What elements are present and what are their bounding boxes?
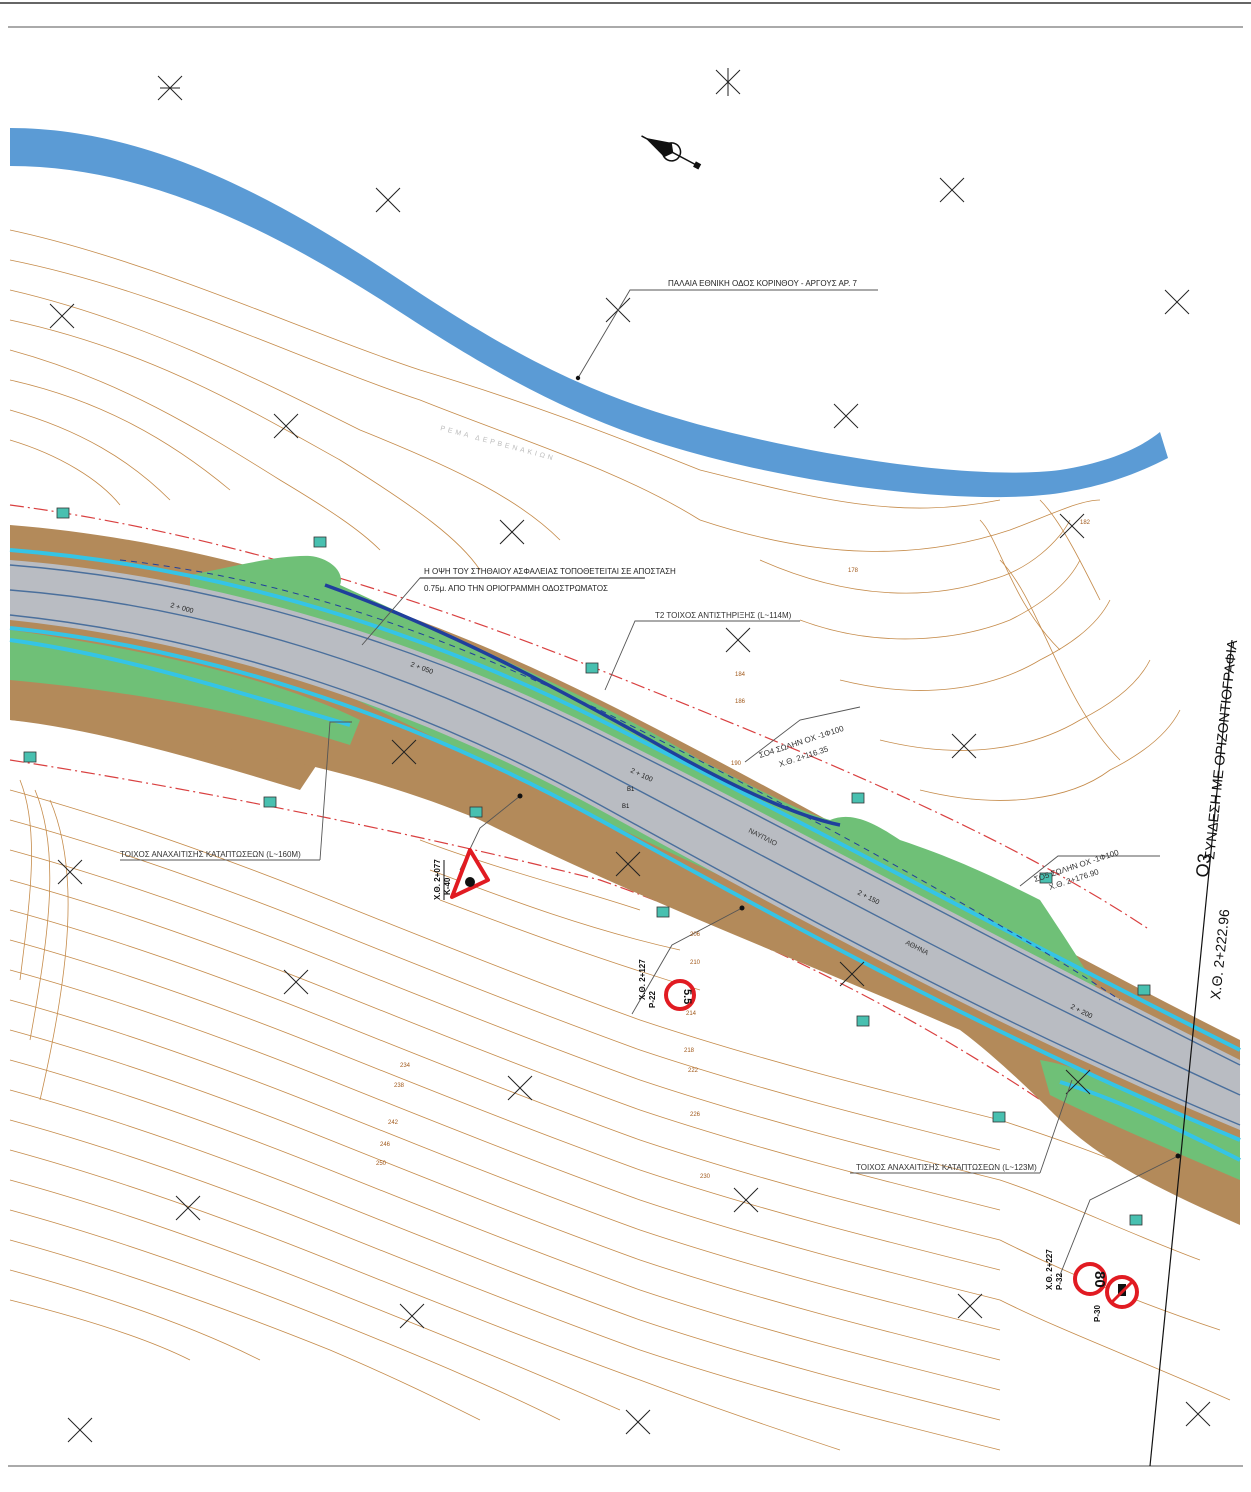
sign-r32-code: Ρ-32 [1055,1273,1064,1290]
sign-r30-code: Ρ-30 [1093,1305,1102,1322]
sign-r22-chainage: Χ.Θ. 2+127 [638,959,647,1000]
traffic-sign-icon [1105,1275,1139,1309]
survey-cross-icon [391,739,417,765]
survey-cross-icon [499,519,525,545]
sign-r32-face: 80 [1091,1271,1108,1288]
sign-k40-code: Κ-40 [443,877,452,895]
survey-cross-icon [507,1075,533,1101]
survey-cross-icon [839,961,865,987]
contour-label: 226 [690,1112,701,1118]
contour-label: 242 [388,1120,399,1126]
culvert-marker-icon [856,1015,870,1027]
culvert-marker-icon [313,536,327,548]
green-area-lower [10,630,360,745]
sign-k40-chainage: Χ.Θ. 2+077 [433,859,442,900]
contour-label: 210 [690,960,701,966]
b1-marker: B1 [627,787,635,793]
connection-match-line [1149,639,1233,1467]
expropriation-boundary [9,504,1151,1181]
rockfall-wall-1-label: ΤΟΙΧΟΣ ΑΝΑΧΑΙΤΙΣΗΣ ΚΑΤΑΠΤΩΣΕΩΝ (L~160M) [120,850,301,859]
contour-label: 230 [700,1174,711,1180]
contour-label: 250 [376,1161,387,1167]
survey-cross-icon [175,1195,201,1221]
river-band [10,128,1168,498]
connection-chainage: Χ.Θ. 2+222.96 [1207,908,1232,1000]
road-edge-dashed [119,559,1121,1001]
sign-r22-code: Ρ-22 [648,991,657,1008]
survey-cross-icon [1185,1401,1211,1427]
traffic-sign-icon: 80 [1073,1262,1108,1296]
contour-label: 218 [684,1048,695,1054]
ravine-label: ΡΕΜΑ ΔΕΡΒΕΝΑΚΙΩΝ [439,425,556,463]
connection-title: ΣΥΝΔΕΣΗ ΜΕ ΟΡΙΖΟΝΤΙΟΓΡΑΦΙΑ [1201,639,1240,861]
road-carriageway [10,560,1240,1130]
embankment-slope-main [10,525,1240,1225]
culvert-marker-icon [1137,984,1151,996]
survey-cross-icon [951,733,977,759]
survey-cross-icon [733,1187,759,1213]
contour-label: 190 [731,761,742,767]
connection-sheet-number: Ο3 [1192,852,1214,878]
survey-cross-icon [715,68,741,96]
culvert-marker-icon [469,806,483,818]
survey-cross-icon [615,851,641,877]
safety-barrier [324,583,841,827]
survey-cross-icon [399,1303,425,1329]
culvert-marker-icon [656,906,670,918]
culvert-marker-icon [56,507,70,519]
barrier-note-line1: Η ΟΨΗ ΤΟΥ ΣΤΗΘΑΙΟΥ ΑΣΦΑΛΕΙΑΣ ΤΟΠΟΘΕΤΕΙΤΑ… [424,567,676,576]
contour-label: 186 [735,699,746,705]
contour-lines [9,229,1181,801]
survey-cross-icon [49,303,75,329]
survey-cross-icon [957,1293,983,1319]
culvert-marker-icon [992,1111,1006,1123]
traffic-sign-icon: 5.5 [664,979,696,1011]
survey-cross-icon [67,1417,93,1443]
sign-r22-face: 5.5 [681,989,693,1004]
sign-r32-chainage: Χ.Θ. 2+227 [1045,1249,1054,1290]
survey-cross-icon [1065,1069,1091,1095]
culvert-marker-icon [1129,1214,1143,1226]
survey-cross-icon [283,969,309,995]
survey-grid-crosses [49,68,1211,1443]
culvert-markers [23,507,1151,1226]
rockfall-wall-2-label: ΤΟΙΧΟΣ ΑΝΑΧΑΙΤΙΣΗΣ ΚΑΤΑΠΤΩΣΕΩΝ (L~123M) [856,1163,1037,1172]
culvert-marker-icon [851,792,865,804]
survey-cross-icon [1164,289,1190,315]
retaining-wall-label: Τ2 ΤΟΙΧΟΣ ΑΝΤΙΣΤΗΡΙΞΗΣ (L~114M) [655,611,792,620]
contour-label: 184 [735,672,746,678]
survey-cross-icon [625,1409,651,1435]
culvert-marker-icon [23,751,37,763]
culvert-marker-icon [585,662,599,674]
contour-label: 214 [686,1011,697,1017]
contour-label: 206 [690,932,701,938]
contour-lines-lower [9,779,1231,1451]
survey-cross-icon [375,187,401,213]
contour-label: 182 [1080,520,1091,526]
traffic-sign-icon [450,848,490,899]
survey-cross-icon [1059,513,1085,539]
contour-label: 222 [688,1068,699,1074]
contour-label: 178 [848,568,859,574]
survey-cross-icon [273,413,299,439]
contour-label: 246 [380,1142,391,1148]
contour-label: 238 [394,1083,405,1089]
survey-cross-icon [57,859,83,885]
b1-marker-2: B1 [622,804,630,810]
culvert-marker-icon [263,796,277,808]
contour-label: 234 [400,1063,411,1069]
north-arrow-icon [641,135,702,170]
barrier-note-line2: 0.75μ. ΑΠΟ ΤΗΝ ΟΡΙΟΓΡΑΜΜΗ ΟΔΟΣΤΡΩΜΑΤΟΣ [424,584,608,593]
old-road-label: ΠΑΛΑΙΑ ΕΘΝΙΚΗ ΟΔΟΣ ΚΟΡΙΝΘΟΥ - ΑΡΓΟΥΣ ΑΡ.… [668,279,858,288]
survey-cross-icon [833,403,859,429]
survey-cross-icon [725,627,751,653]
survey-cross-icon [157,75,183,101]
road-lane-lines [9,564,1241,1126]
survey-cross-icon [939,177,965,203]
culvert-marker-icon [1039,872,1053,884]
leader-dots [517,375,1181,1159]
